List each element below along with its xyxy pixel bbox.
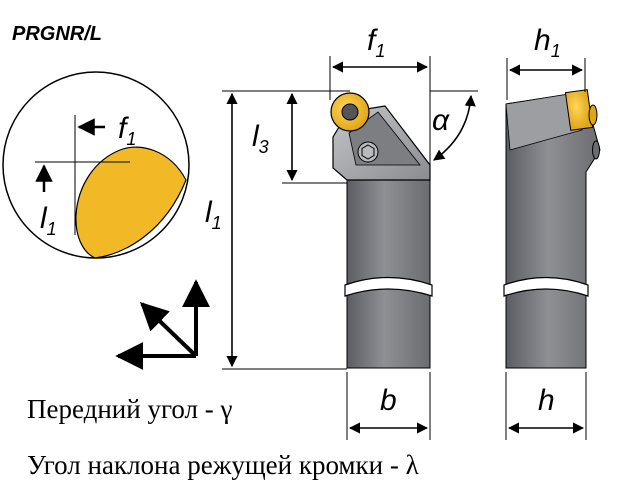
holder-shank xyxy=(346,179,431,369)
b-label: b xyxy=(380,384,397,417)
holder-side-view xyxy=(503,89,601,369)
axis-diagonal-arrow xyxy=(139,302,198,358)
insert-profile xyxy=(75,146,187,259)
l1-label: l1 xyxy=(205,196,222,233)
diagram-title: PRGNR/L xyxy=(12,23,102,45)
h1-label: h1 xyxy=(534,24,561,61)
holder-front-view xyxy=(330,92,433,369)
detail-view: f1 l1 xyxy=(2,71,190,259)
coordinate-axes xyxy=(115,279,210,370)
side-screw xyxy=(592,140,600,160)
hex-socket-icon xyxy=(361,144,375,160)
l3-label: l3 xyxy=(252,120,269,157)
f1-label: f1 xyxy=(367,24,385,61)
insert-hole xyxy=(341,103,359,121)
inclination-angle-caption: Угол наклона режущей кромки - λ xyxy=(27,450,419,480)
detail-l1-label: l1 xyxy=(40,202,57,239)
h-label: h xyxy=(538,384,555,417)
clamp-screw xyxy=(357,141,379,163)
dimension-lines xyxy=(222,56,587,440)
rake-angle-caption: Передний угол - γ xyxy=(27,394,233,424)
side-insert xyxy=(564,89,594,131)
alpha-label: α xyxy=(432,104,450,137)
detail-f1-label: f1 xyxy=(118,112,136,149)
side-insert-edge xyxy=(588,104,598,126)
shank-break xyxy=(344,276,433,297)
alpha-arc xyxy=(433,94,476,161)
side-shank-break xyxy=(503,276,589,297)
side-head xyxy=(505,92,583,151)
